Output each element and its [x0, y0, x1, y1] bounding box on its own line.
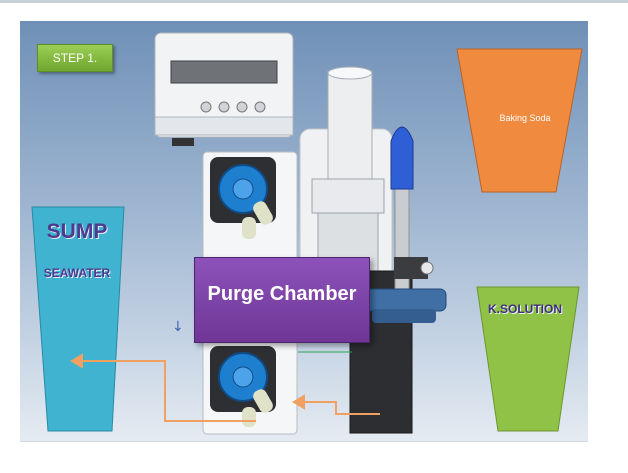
reaction-cylinder	[311, 66, 385, 284]
bottom-rule	[20, 441, 588, 442]
k-solution-label: K.SOLUTION	[488, 302, 562, 316]
upper-pump	[210, 157, 276, 239]
sump-label: SUMP	[46, 220, 108, 243]
flow-indicator: ↓	[172, 319, 184, 335]
baking-soda-label: Baking Soda	[499, 113, 551, 123]
top-rule	[0, 0, 628, 3]
controller-unit	[154, 32, 294, 146]
probe-clamp	[394, 257, 434, 279]
k-solution-container	[476, 286, 580, 432]
seawater-label: SEAWATER	[43, 266, 111, 280]
sump-container	[31, 206, 125, 432]
baking-soda-container	[456, 48, 583, 193]
step-badge: STEP 1.	[37, 44, 113, 72]
flow-line-to-sump	[70, 353, 256, 422]
purge-chamber-box: Purge Chamber	[194, 257, 370, 343]
diagram-slide: ↓ STEP 1. SUMP SEAWATER Baking Soda K.SO…	[20, 21, 588, 441]
blue-collar	[363, 288, 447, 323]
flow-line-from-right	[292, 394, 380, 415]
lower-pump	[210, 346, 276, 427]
